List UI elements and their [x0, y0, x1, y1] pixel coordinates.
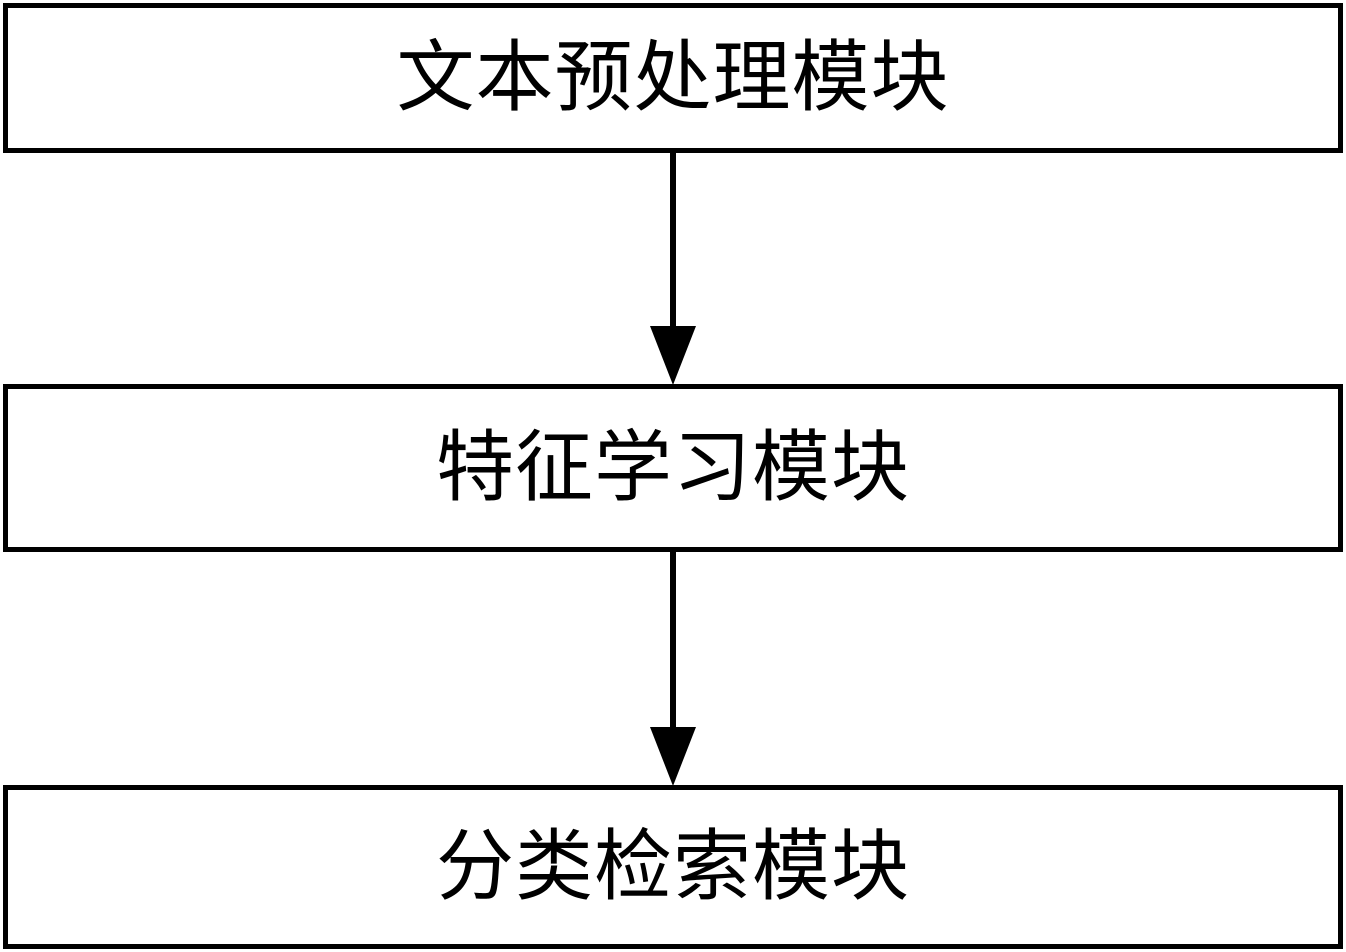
node-label: 特征学习模块 — [435, 423, 910, 513]
arrow-down-icon — [650, 152, 696, 385]
node-feature-learning-module: 特征学习模块 — [3, 384, 1343, 552]
node-label: 文本预处理模块 — [396, 33, 950, 123]
node-classification-retrieval-module: 分类检索模块 — [3, 785, 1343, 949]
node-label: 分类检索模块 — [435, 822, 910, 912]
arrow-down-icon — [650, 552, 696, 786]
node-text-preprocessing-module: 文本预处理模块 — [3, 3, 1343, 153]
